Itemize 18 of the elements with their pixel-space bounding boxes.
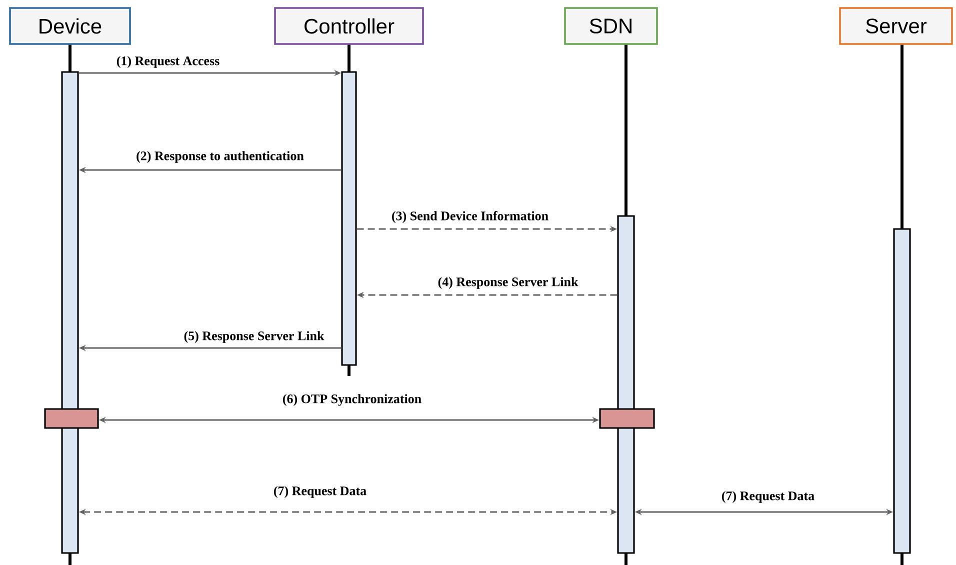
edge-label: (5) Response Server Link — [184, 331, 324, 343]
edge-label: (4) Response Server Link — [438, 277, 578, 289]
activation-bar — [61, 71, 79, 554]
edge-label: (7) Request Data — [274, 486, 366, 498]
activation-bar — [341, 71, 357, 366]
lifeline-header: Server — [839, 7, 953, 45]
edge-label: (2) Response to authentication — [136, 151, 304, 163]
edge-label: (1) Request Access — [116, 56, 220, 68]
edge-label: (6) OTP Synchronization — [283, 394, 422, 406]
edge-label: (7) Request Data — [722, 491, 814, 503]
lifeline-header: Controller — [274, 7, 424, 45]
edge-label: (3) Send Device Information — [392, 211, 548, 223]
lifeline-header: SDN — [564, 7, 658, 45]
lifeline-header: Device — [9, 7, 131, 45]
activation-bar — [617, 215, 635, 554]
sync-box — [44, 408, 99, 429]
sync-box — [599, 408, 655, 429]
activation-bar — [893, 228, 911, 554]
